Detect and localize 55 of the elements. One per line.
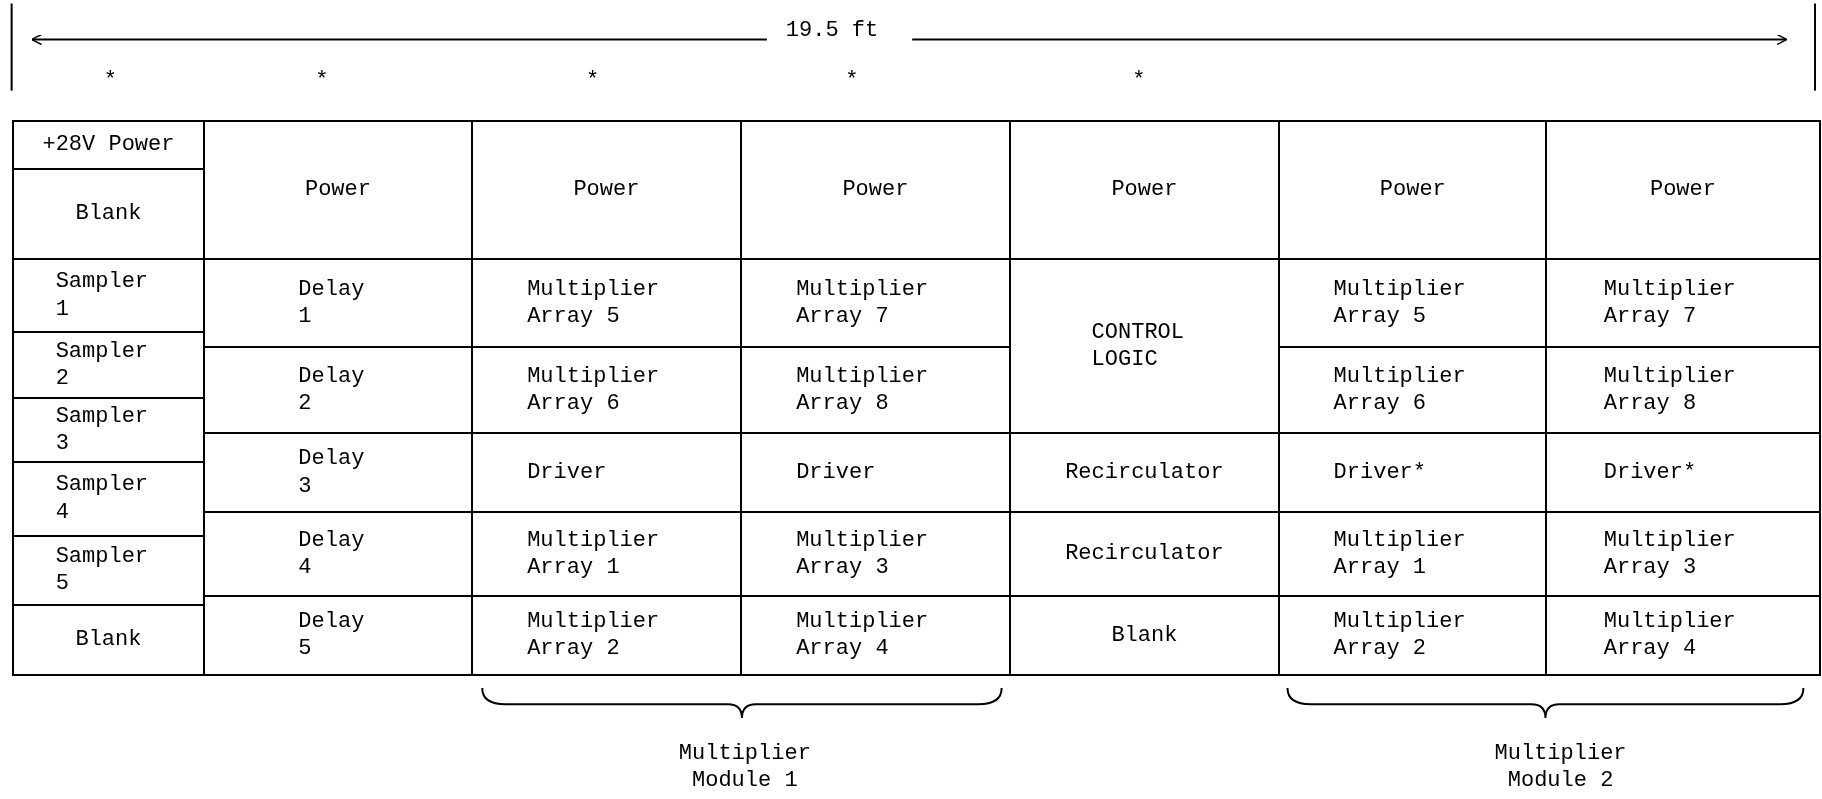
slot-label: Blank [75, 200, 142, 228]
asterisk-mark: * [103, 67, 117, 96]
asterisk-mark: * [315, 67, 329, 96]
slot-label: Sampler 1 [55, 268, 150, 324]
rack-slot [11, 119, 206, 171]
slot-label: Multiplier Array 1 [527, 526, 661, 582]
slot-label: Sampler 4 [55, 471, 150, 527]
slot-label: Blank [1111, 621, 1178, 650]
slot-label: Multiplier Array 7 [796, 275, 930, 331]
asterisk-mark: * [845, 67, 859, 96]
module-label: Multiplier Module 2 [1494, 739, 1627, 795]
slot-label: CONTROL LOGIC [1091, 318, 1185, 374]
slot-label: Multiplier Array 6 [1333, 362, 1467, 418]
slot-label: Sampler 3 [55, 402, 150, 458]
slot-label: +28V Power [42, 131, 175, 159]
slot-label: Multiplier Array 1 [1333, 526, 1467, 582]
slot-label: Delay 1 [298, 275, 366, 331]
slot-label: Multiplier Array 4 [1603, 607, 1737, 663]
slot-label: Multiplier Array 5 [527, 275, 661, 331]
slot-label: Power [573, 176, 640, 204]
slot-label: Power [1649, 176, 1716, 204]
slot-label: Multiplier Array 8 [1603, 362, 1737, 418]
rack-slot [11, 604, 206, 676]
slot-label: Delay 2 [298, 362, 366, 418]
slot-label: Blank [75, 626, 142, 654]
slot-label: Driver* [1603, 459, 1698, 487]
slot-label: Power [1379, 176, 1446, 204]
slot-label: Multiplier Array 7 [1603, 275, 1737, 331]
slot-label: Power [304, 176, 371, 204]
slot-label: Multiplier Array 2 [527, 607, 661, 663]
slot-label: Recirculator [1065, 540, 1224, 568]
slot-label: Multiplier Array 5 [1333, 275, 1467, 331]
slot-label: Driver [527, 459, 608, 487]
slot-label: Driver [796, 459, 877, 487]
dimension-value: 19.5 ft [785, 17, 879, 46]
slot-label: Delay 5 [298, 607, 366, 663]
module-label: Multiplier Module 1 [678, 739, 811, 795]
slot-label: Multiplier Array 6 [527, 362, 661, 418]
slot-label: Delay 4 [298, 526, 366, 582]
asterisk-mark: * [1132, 67, 1146, 96]
rack-slot [1545, 594, 1821, 676]
slot-label: Sampler 5 [55, 542, 150, 598]
slot-label: Recirculator [1065, 459, 1224, 487]
asterisk-mark: * [586, 67, 600, 96]
rack-slot [1545, 119, 1821, 260]
slot-label: Driver* [1333, 459, 1427, 487]
slot-label: Power [1111, 176, 1178, 204]
slot-label: Multiplier Array 3 [1603, 526, 1737, 582]
slot-label: Delay 3 [298, 445, 366, 501]
slot-label: Multiplier Array 3 [796, 526, 930, 582]
slot-label: Sampler 2 [55, 337, 150, 393]
slot-label: Multiplier Array 8 [796, 362, 930, 418]
slot-label: Multiplier Array 2 [1333, 607, 1467, 663]
slot-label: Power [842, 176, 909, 204]
slot-label: Multiplier Array 4 [796, 607, 930, 663]
